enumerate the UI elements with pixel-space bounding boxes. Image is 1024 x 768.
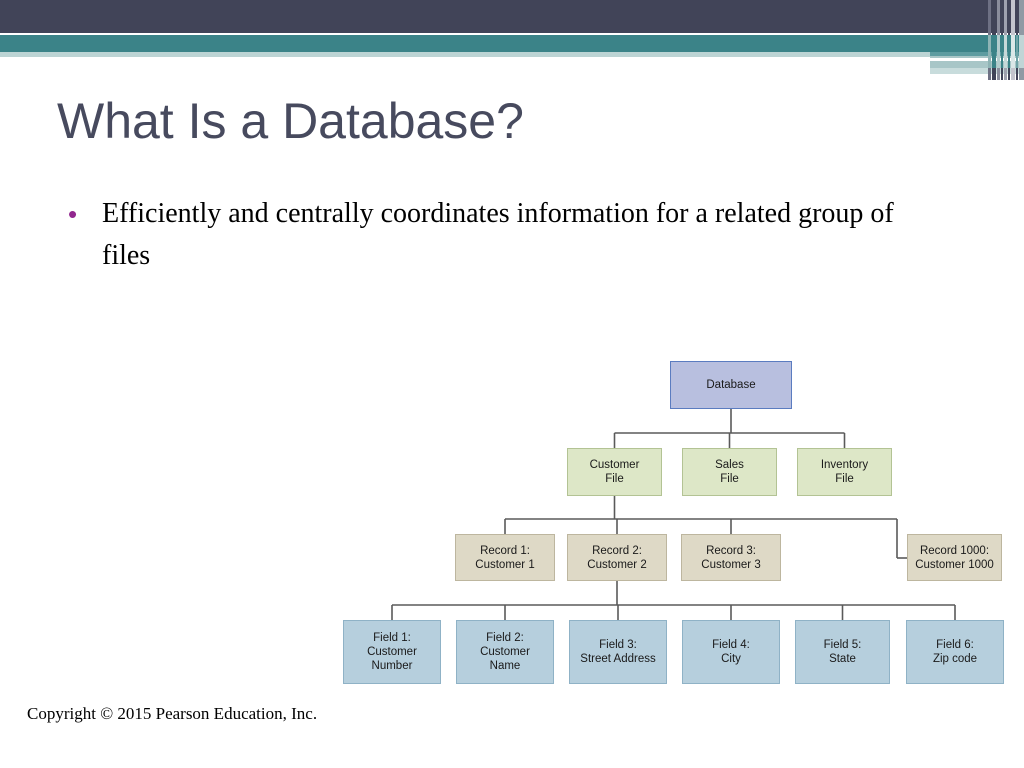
node-label-line: Record 1: — [480, 544, 530, 557]
node-label-line: Field 1: — [373, 632, 411, 644]
node-label-line: File — [605, 473, 624, 485]
header-teal-band — [0, 35, 1024, 52]
header-dark-band — [0, 0, 1024, 33]
header-stripe-lower — [988, 35, 991, 68]
header-stripe-lower — [1019, 35, 1024, 68]
node-label-line: Customer 2 — [587, 558, 647, 571]
node-label-line: Inventory — [820, 459, 869, 471]
diagram-node-record-r1000: Record 1000:Customer 1000 — [907, 534, 1002, 581]
header-pale-mid-stripe — [930, 62, 1024, 69]
node-label-line: Field 5: — [823, 639, 862, 651]
diagram-node-record-r1: Record 1:Customer 1 — [455, 534, 555, 581]
node-label-line: Field 6: — [936, 639, 974, 651]
header-stripe-lower — [1001, 35, 1003, 68]
bullet-dot-icon: • — [68, 199, 78, 229]
node-label-line: Customer — [589, 459, 640, 471]
node-label-line: Record 3: — [706, 544, 756, 557]
node-label-line: Record 1000: — [919, 544, 990, 557]
diagram-node-record-r3: Record 3:Customer 3 — [681, 534, 781, 581]
header-wash-band — [930, 68, 1024, 74]
node-label-line: File — [835, 473, 854, 485]
node-label-line: Record 2: — [592, 544, 642, 557]
node-label-line: Name — [489, 660, 521, 672]
node-label-line: Customer — [480, 646, 530, 658]
diagram-node-field-fd4: Field 4: City — [682, 620, 780, 684]
header-stripe-lower — [1016, 35, 1018, 68]
node-label-line: Street Address — [580, 653, 656, 665]
header-stripe-lower — [1004, 35, 1007, 68]
header-stripe-lower — [1011, 35, 1015, 68]
header-pale-left-band — [0, 52, 930, 57]
node-label-line: Number — [371, 660, 413, 672]
header-decoration — [0, 0, 1024, 80]
diagram-node-record-r2: Record 2:Customer 2 — [567, 534, 667, 581]
node-label-line: Customer — [367, 646, 417, 658]
node-label-line: Field 4: — [712, 639, 750, 651]
header-stripe-lower — [992, 35, 996, 68]
copyright-notice: Copyright © 2015 Pearson Education, Inc. — [27, 704, 318, 723]
diagram-node-field-fd6: Field 6: Zip code — [906, 620, 1004, 684]
bullet-text: Efficiently and centrally coordinates in… — [102, 198, 894, 271]
node-label-line: Customer 1000 — [915, 558, 994, 571]
list-item: • Efficiently and centrally coordinates … — [68, 193, 948, 277]
node-label-line: Field 3: — [599, 639, 637, 651]
diagram-node-field-fd3: Field 3: Street Address — [569, 620, 667, 684]
node-label-line: City — [721, 653, 741, 665]
header-stripe-lower — [997, 35, 1000, 68]
diagram-node-field-fd5: Field 5: State — [795, 620, 890, 684]
node-label-line: Sales — [715, 459, 744, 471]
node-label-line: File — [720, 473, 739, 485]
node-label-line: State — [829, 653, 856, 665]
node-label-line: Database — [706, 379, 756, 391]
node-label-line: Customer 1 — [475, 558, 535, 571]
page-title: What Is a Database? — [57, 93, 524, 149]
node-label-line: Zip code — [932, 653, 978, 665]
diagram-node-database-db: Database — [670, 361, 792, 409]
header-white-stripe — [930, 58, 1024, 61]
node-label-line: Customer 3 — [701, 558, 761, 571]
node-label-line: Field 2: — [486, 632, 524, 644]
bullet-list: • Efficiently and centrally coordinates … — [68, 193, 948, 277]
header-stripe-lower — [1008, 35, 1010, 68]
